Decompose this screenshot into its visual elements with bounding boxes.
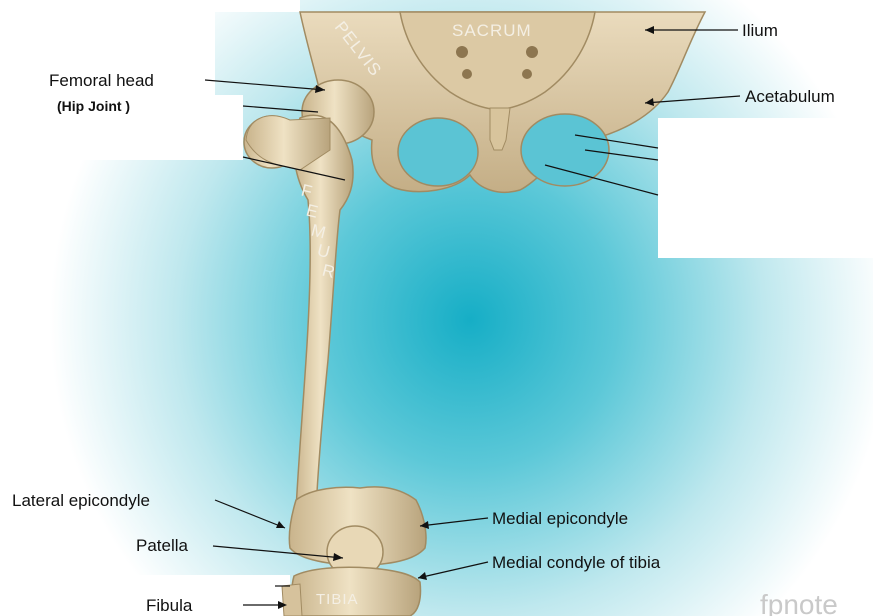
label-hip-joint: (Hip Joint ) xyxy=(57,98,130,114)
label-patella: Patella xyxy=(136,536,189,555)
label-box-right xyxy=(658,118,873,258)
label-box-bottom-left xyxy=(0,575,290,616)
watermark-logo: fpnote xyxy=(760,589,838,616)
label-medial-epicondyle: Medial epicondyle xyxy=(492,509,628,528)
tibia-bone-label: TIBIA xyxy=(316,591,359,608)
label-ilium: Ilium xyxy=(742,21,778,40)
label-medial-condyle-of-tibia: Medial condyle of tibia xyxy=(492,553,661,572)
label-lateral-epicondyle: Lateral epicondyle xyxy=(12,491,150,510)
label-fibula: Fibula xyxy=(146,596,193,615)
label-box-top-strip xyxy=(0,0,300,12)
sacrum-bone-label: SACRUM xyxy=(452,21,532,40)
label-acetabulum: Acetabulum xyxy=(745,87,835,106)
label-femoral-head: Femoral head xyxy=(49,71,154,90)
